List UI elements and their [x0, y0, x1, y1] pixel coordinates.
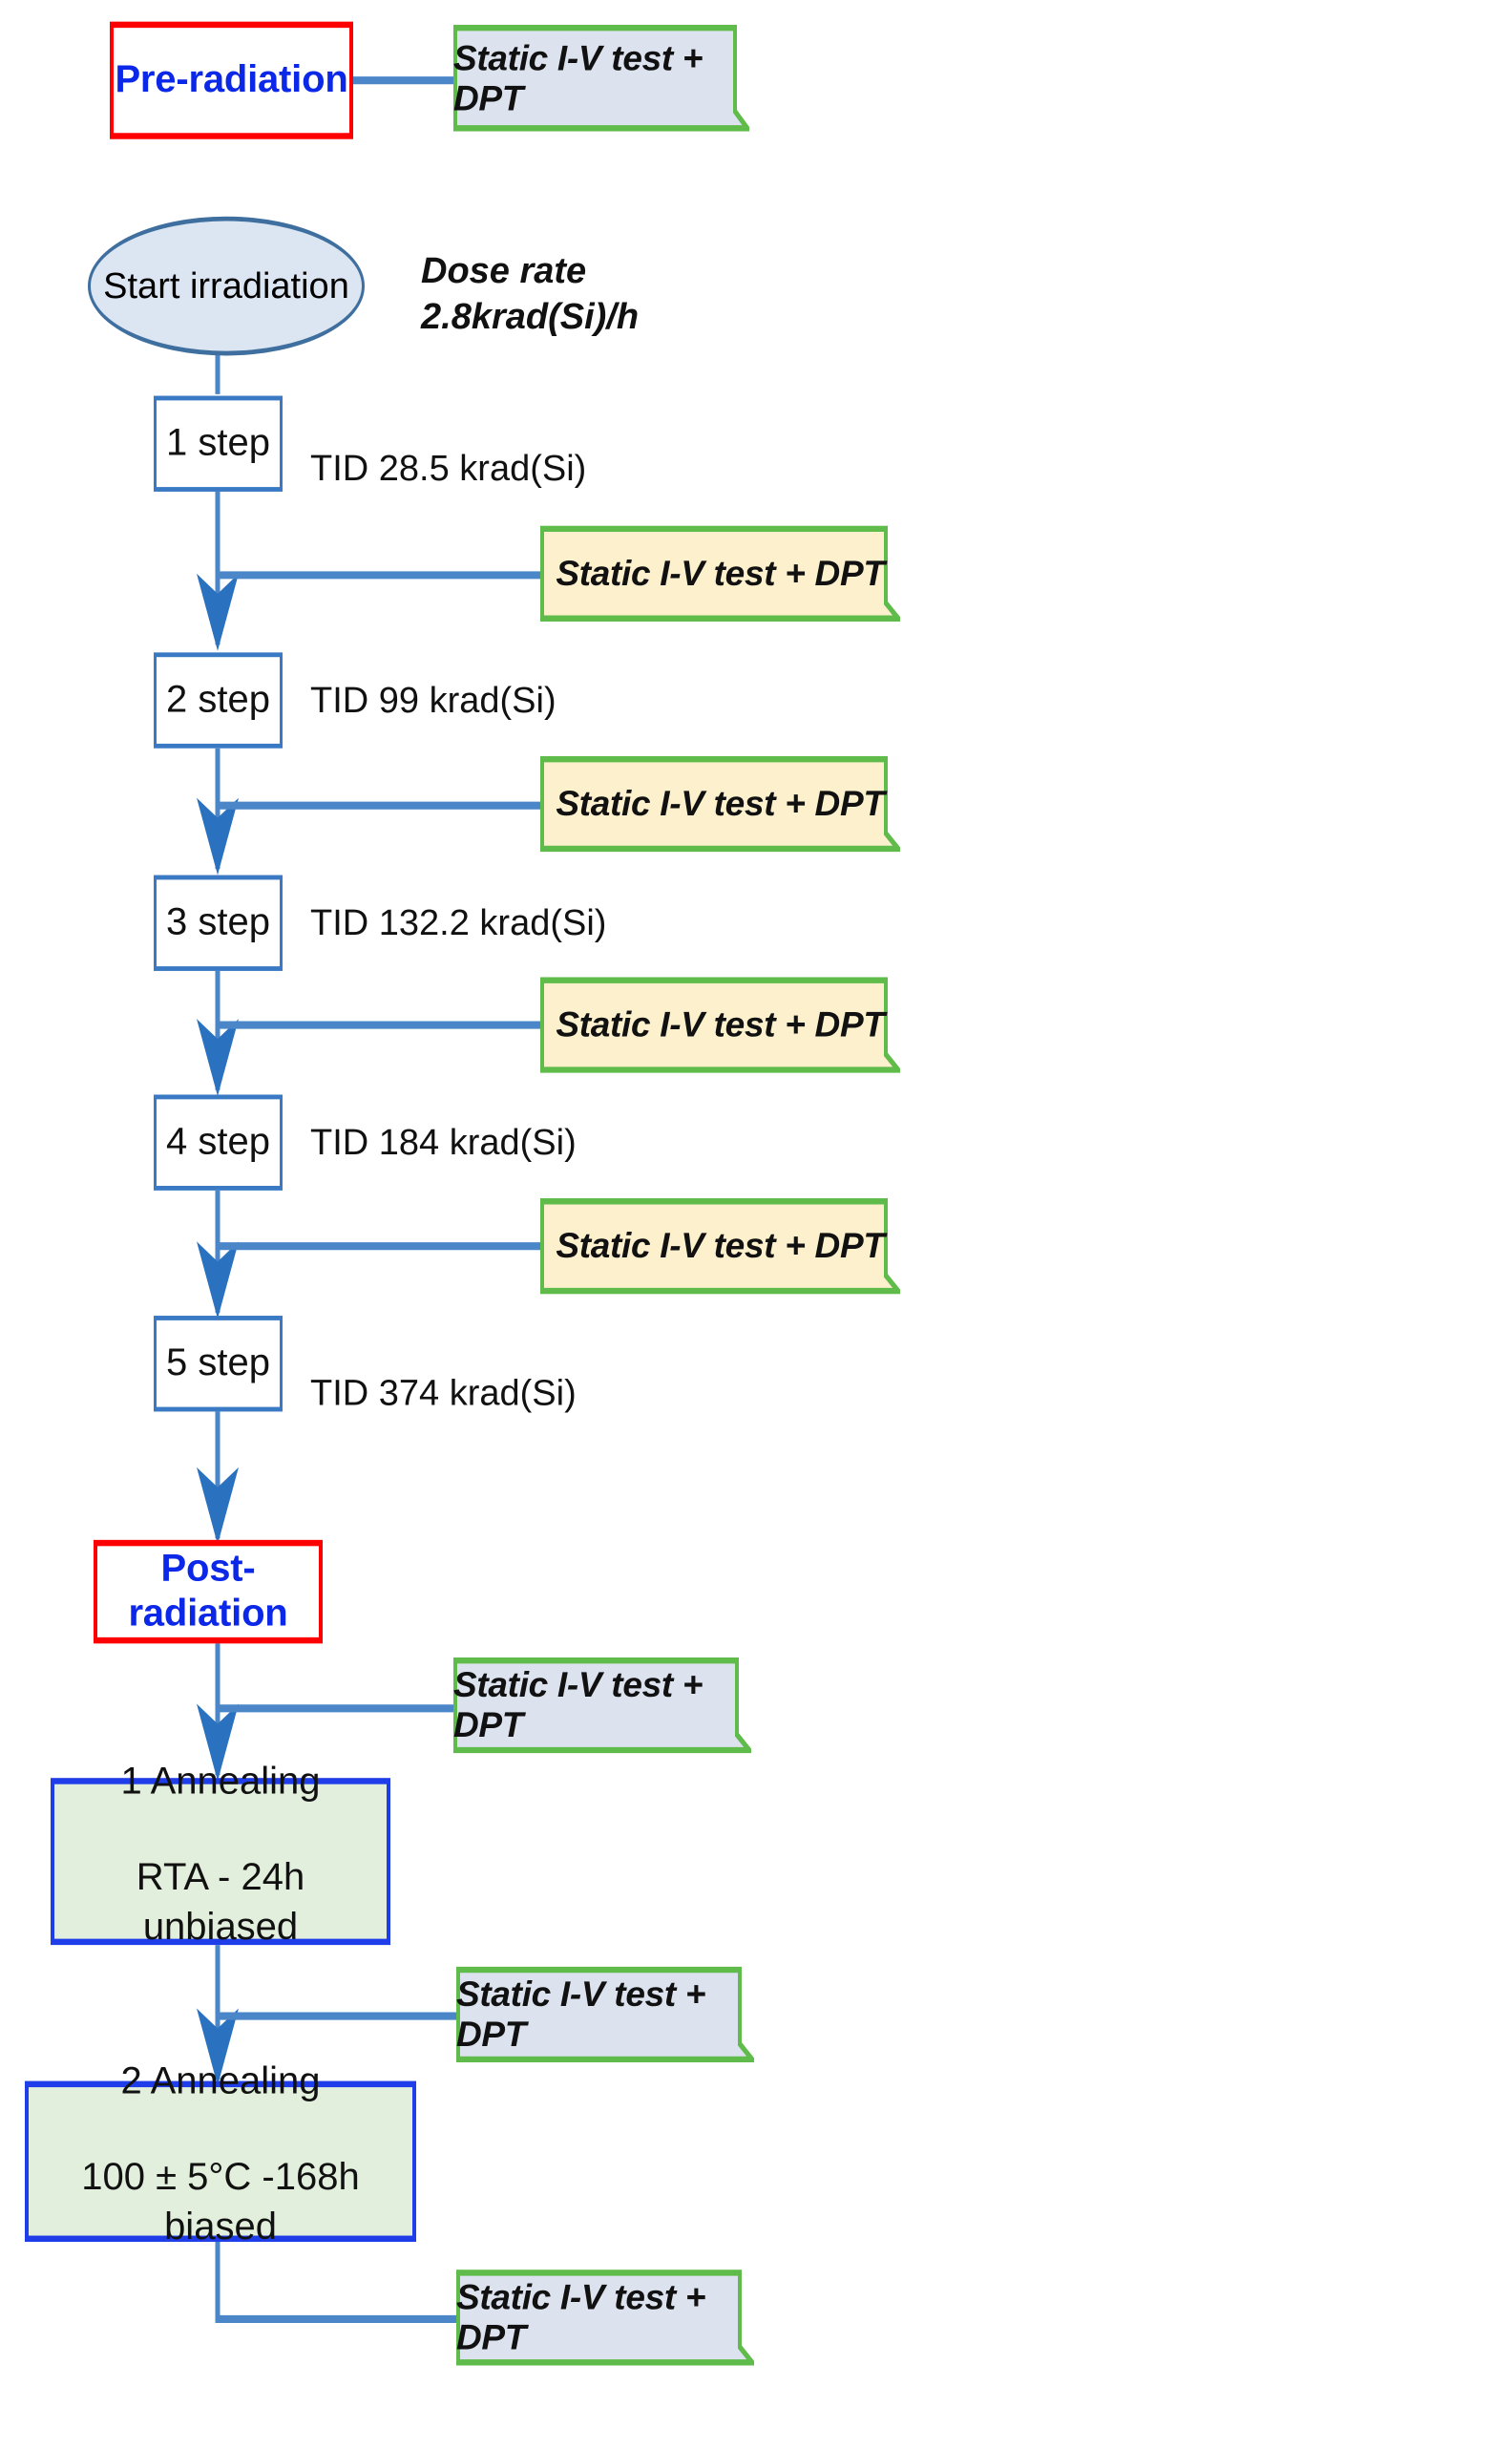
step-2-tid: TID 99 krad(Si)	[310, 680, 556, 721]
document-shape	[540, 1198, 900, 1294]
annealing-1-line2: RTA - 24h unbiased	[136, 1855, 305, 1948]
annealing-box-2[interactable]: 2 Annealing 100 ± 5°C -168h biased	[25, 2060, 416, 2248]
doc-post-label: Static I-V test + DPT	[453, 1665, 704, 1745]
step-5-label: 5 step	[166, 1341, 270, 1384]
doc-pre-label: Static I-V test + DPT	[453, 37, 704, 117]
document-shape	[453, 25, 749, 132]
document-shape	[540, 977, 900, 1072]
step-5-tid: TID 374 krad(Si)	[310, 1373, 577, 1414]
doc-anneal-1[interactable]: Static I-V test + DPT	[456, 1967, 754, 2062]
document-shape	[540, 526, 900, 622]
doc-step-4[interactable]: Static I-V test + DPT	[540, 1198, 900, 1294]
document-shape	[456, 2270, 754, 2365]
step-3-tid: TID 132.2 krad(Si)	[310, 903, 607, 944]
doc-step-4-label: Static I-V test + DPT	[556, 1226, 885, 1266]
document-shape	[540, 756, 900, 852]
doc-step-3-label: Static I-V test + DPT	[556, 1004, 885, 1045]
post-radiation-label: Post-radiation	[128, 1547, 288, 1636]
step-box-5[interactable]: 5 step	[154, 1316, 283, 1412]
post-radiation-box[interactable]: Post-radiation	[94, 1539, 323, 1644]
step-1-label: 1 step	[166, 422, 270, 465]
doc-step-2-label: Static I-V test + DPT	[556, 784, 885, 824]
start-irradiation-label: Start irradiation	[103, 265, 349, 306]
step-1-tid: TID 28.5 krad(Si)	[310, 448, 587, 489]
pre-radiation-box[interactable]: Pre-radiation	[110, 21, 353, 139]
step-box-1[interactable]: 1 step	[154, 395, 283, 492]
doc-anneal-2-label: Static I-V test + DPT	[456, 2277, 706, 2357]
doc-post[interactable]: Static I-V test + DPT	[453, 1657, 751, 1753]
step-box-4[interactable]: 4 step	[154, 1094, 283, 1191]
annealing-1-line1: 1 Annealing	[120, 1760, 321, 1803]
step-3-label: 3 step	[166, 901, 270, 944]
doc-step-3[interactable]: Static I-V test + DPT	[540, 977, 900, 1072]
step-4-tid: TID 184 krad(Si)	[310, 1122, 577, 1163]
annealing-2-line1: 2 Annealing	[120, 2059, 321, 2102]
doc-anneal-2[interactable]: Static I-V test + DPT	[456, 2270, 754, 2365]
step-2-label: 2 step	[166, 678, 270, 721]
doc-pre[interactable]: Static I-V test + DPT	[453, 25, 749, 132]
start-irradiation-ellipse[interactable]: Start irradiation	[88, 216, 365, 356]
doc-step-1[interactable]: Static I-V test + DPT	[540, 526, 900, 622]
step-box-2[interactable]: 2 step	[154, 652, 283, 749]
doc-step-2[interactable]: Static I-V test + DPT	[540, 756, 900, 852]
step-box-3[interactable]: 3 step	[154, 875, 283, 971]
annealing-box-1[interactable]: 1 Annealing RTA - 24h unbiased	[51, 1760, 390, 1948]
annealing-2-line2: 100 ± 5°C -168h biased	[81, 2155, 360, 2248]
document-shape	[456, 1967, 754, 2062]
doc-step-1-label: Static I-V test + DPT	[556, 553, 885, 593]
doc-anneal-1-label: Static I-V test + DPT	[456, 1974, 706, 2054]
dose-rate-label: Dose rate 2.8krad(Si)/h	[421, 250, 640, 337]
step-4-label: 4 step	[166, 1121, 270, 1164]
document-shape	[453, 1657, 751, 1753]
pre-radiation-label: Pre-radiation	[115, 58, 348, 101]
